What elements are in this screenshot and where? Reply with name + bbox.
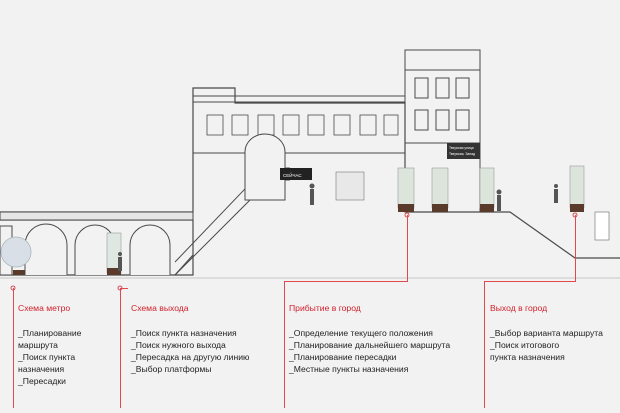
stage-title: Выход в город — [490, 303, 548, 313]
city-panel-2 — [431, 167, 449, 209]
city-panel-3 — [479, 167, 495, 209]
stage-item: _Определение текущего положения — [289, 328, 433, 338]
street-sign-line-1: Тверская улица — [449, 146, 474, 150]
stage-item: _Планирование дальнейшего маршрута — [289, 340, 451, 350]
connector-metro-scheme — [13, 288, 14, 408]
stage-exit-city: Выход в город _Выбор варианта маршрута _… — [490, 303, 603, 363]
stage-item: _Пересадка на другую линию — [131, 352, 250, 362]
stage-item: _Планирование пересадки — [289, 352, 397, 362]
stage-items: _Планирование маршрута _Поиск пункта наз… — [18, 327, 81, 387]
stage-title: Прибытие в город — [289, 303, 361, 313]
stage-items: _Определение текущего положения _Планиро… — [289, 327, 450, 375]
connector-exit-tick — [120, 288, 128, 289]
stage-item: маршрута — [18, 340, 58, 350]
stage-item: назначения — [18, 364, 65, 374]
stage-item: пункта назначения — [490, 352, 565, 362]
connector-arrival — [407, 215, 408, 281]
connector-exit-scheme — [120, 288, 121, 408]
stage-items: _Поиск пункта назначения _Поиск нужного … — [131, 327, 249, 375]
city-panel-1 — [397, 167, 415, 209]
street-sign — [594, 211, 610, 241]
connector-exit-city — [575, 215, 576, 281]
stage-arrival: Прибытие в город _Определение текущего п… — [289, 303, 450, 375]
stage-item: _Поиск пункта назначения — [131, 328, 237, 338]
street-panel — [569, 165, 585, 209]
info-screens: СЕЙЧАС Тверская улица Тверская, Запад — [0, 143, 610, 275]
stage-items: _Выбор варианта маршрута _Поиск итоговог… — [490, 327, 603, 363]
stage-item: _Поиск нужного выхода — [131, 340, 226, 350]
stage-item: _Поиск итогового — [490, 340, 560, 350]
stage-item: _Выбор варианта маршрута — [490, 328, 603, 338]
stage-title: Схема метро — [18, 303, 71, 313]
stage-exit-scheme: Схема выхода _Поиск пункта назначения _П… — [131, 303, 249, 375]
stage-item: _Пересадки — [18, 376, 66, 386]
map-screen-metro — [0, 236, 32, 268]
stage-item: _Выбор платформы — [131, 364, 212, 374]
connector-exit-city-tick — [484, 281, 576, 282]
stage-item: _Местные пункты назначения — [289, 364, 409, 374]
stage-item: _Поиск пункта — [18, 352, 76, 362]
stage-item: _Планирование — [18, 328, 82, 338]
stage-title: Схема выхода — [131, 303, 189, 313]
connector-arrival-down — [284, 281, 285, 408]
connector-arrival-tick — [284, 281, 408, 282]
street-sign-line-2: Тверская, Запад — [449, 152, 475, 156]
metro-arches — [0, 211, 194, 276]
stage-metro-scheme: Схема метро _Планирование маршрута _Поис… — [18, 303, 81, 387]
escalator — [174, 133, 290, 276]
people-figures — [118, 183, 558, 271]
connector-exit-city-down — [484, 281, 485, 408]
now-sign: СЕЙЧАС — [283, 171, 302, 178]
